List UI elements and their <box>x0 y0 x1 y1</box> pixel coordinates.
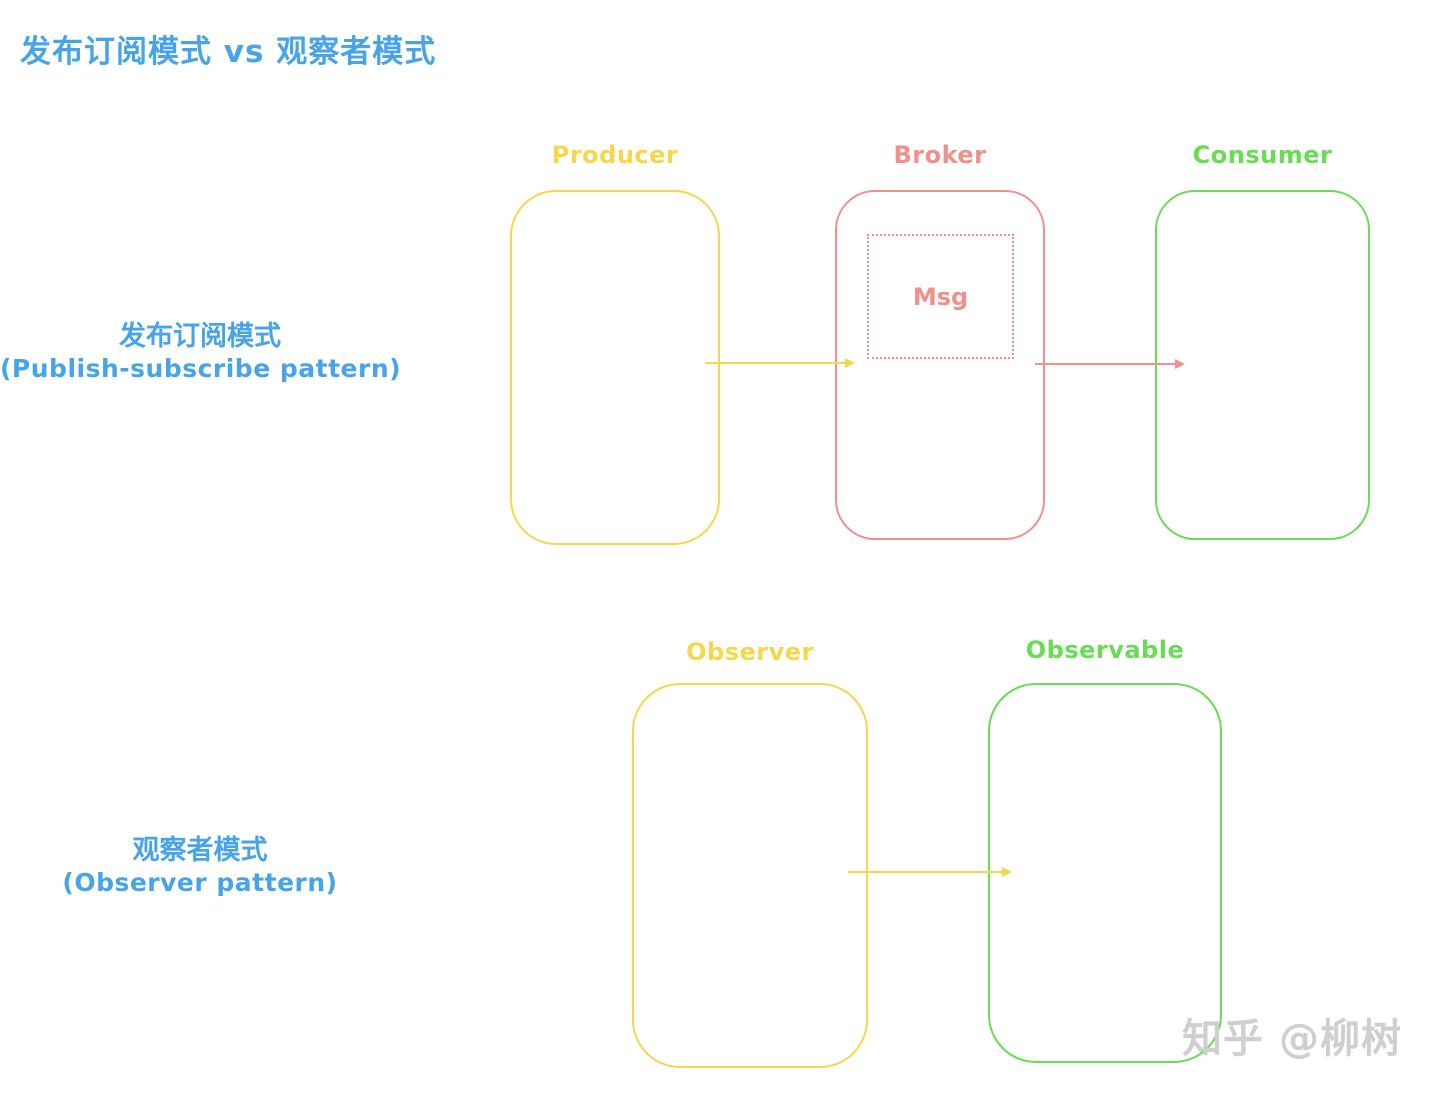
observer-label: Observer <box>686 638 814 666</box>
page-title: 发布订阅模式 vs 观察者模式 <box>20 34 437 70</box>
consumer-label: Consumer <box>1192 141 1333 169</box>
broker-to-consumer-arrow <box>1035 359 1185 369</box>
msg-label: Msg <box>912 282 969 311</box>
pubsub-section-label-zh: 发布订阅模式 <box>119 321 281 352</box>
broker-label: Broker <box>893 141 987 169</box>
observer-to-observable-arrow <box>848 867 1012 877</box>
watermark: 知乎 @柳树 <box>1182 1016 1402 1062</box>
observer-section-label-en: (Observer pattern) <box>62 868 338 897</box>
producer-box <box>510 190 720 545</box>
observer-section-label-zh: 观察者模式 <box>132 835 268 866</box>
producer-label: Producer <box>551 141 679 169</box>
consumer-box <box>1155 190 1370 540</box>
broker-box: Msg <box>835 190 1045 540</box>
producer-to-broker-arrow <box>705 358 855 368</box>
observable-label: Observable <box>1025 636 1185 664</box>
pubsub-section-label-en: (Publish-subscribe pattern) <box>0 354 402 383</box>
msg-box: Msg <box>867 234 1014 359</box>
observable-box <box>988 683 1222 1063</box>
observer-box <box>632 683 868 1068</box>
